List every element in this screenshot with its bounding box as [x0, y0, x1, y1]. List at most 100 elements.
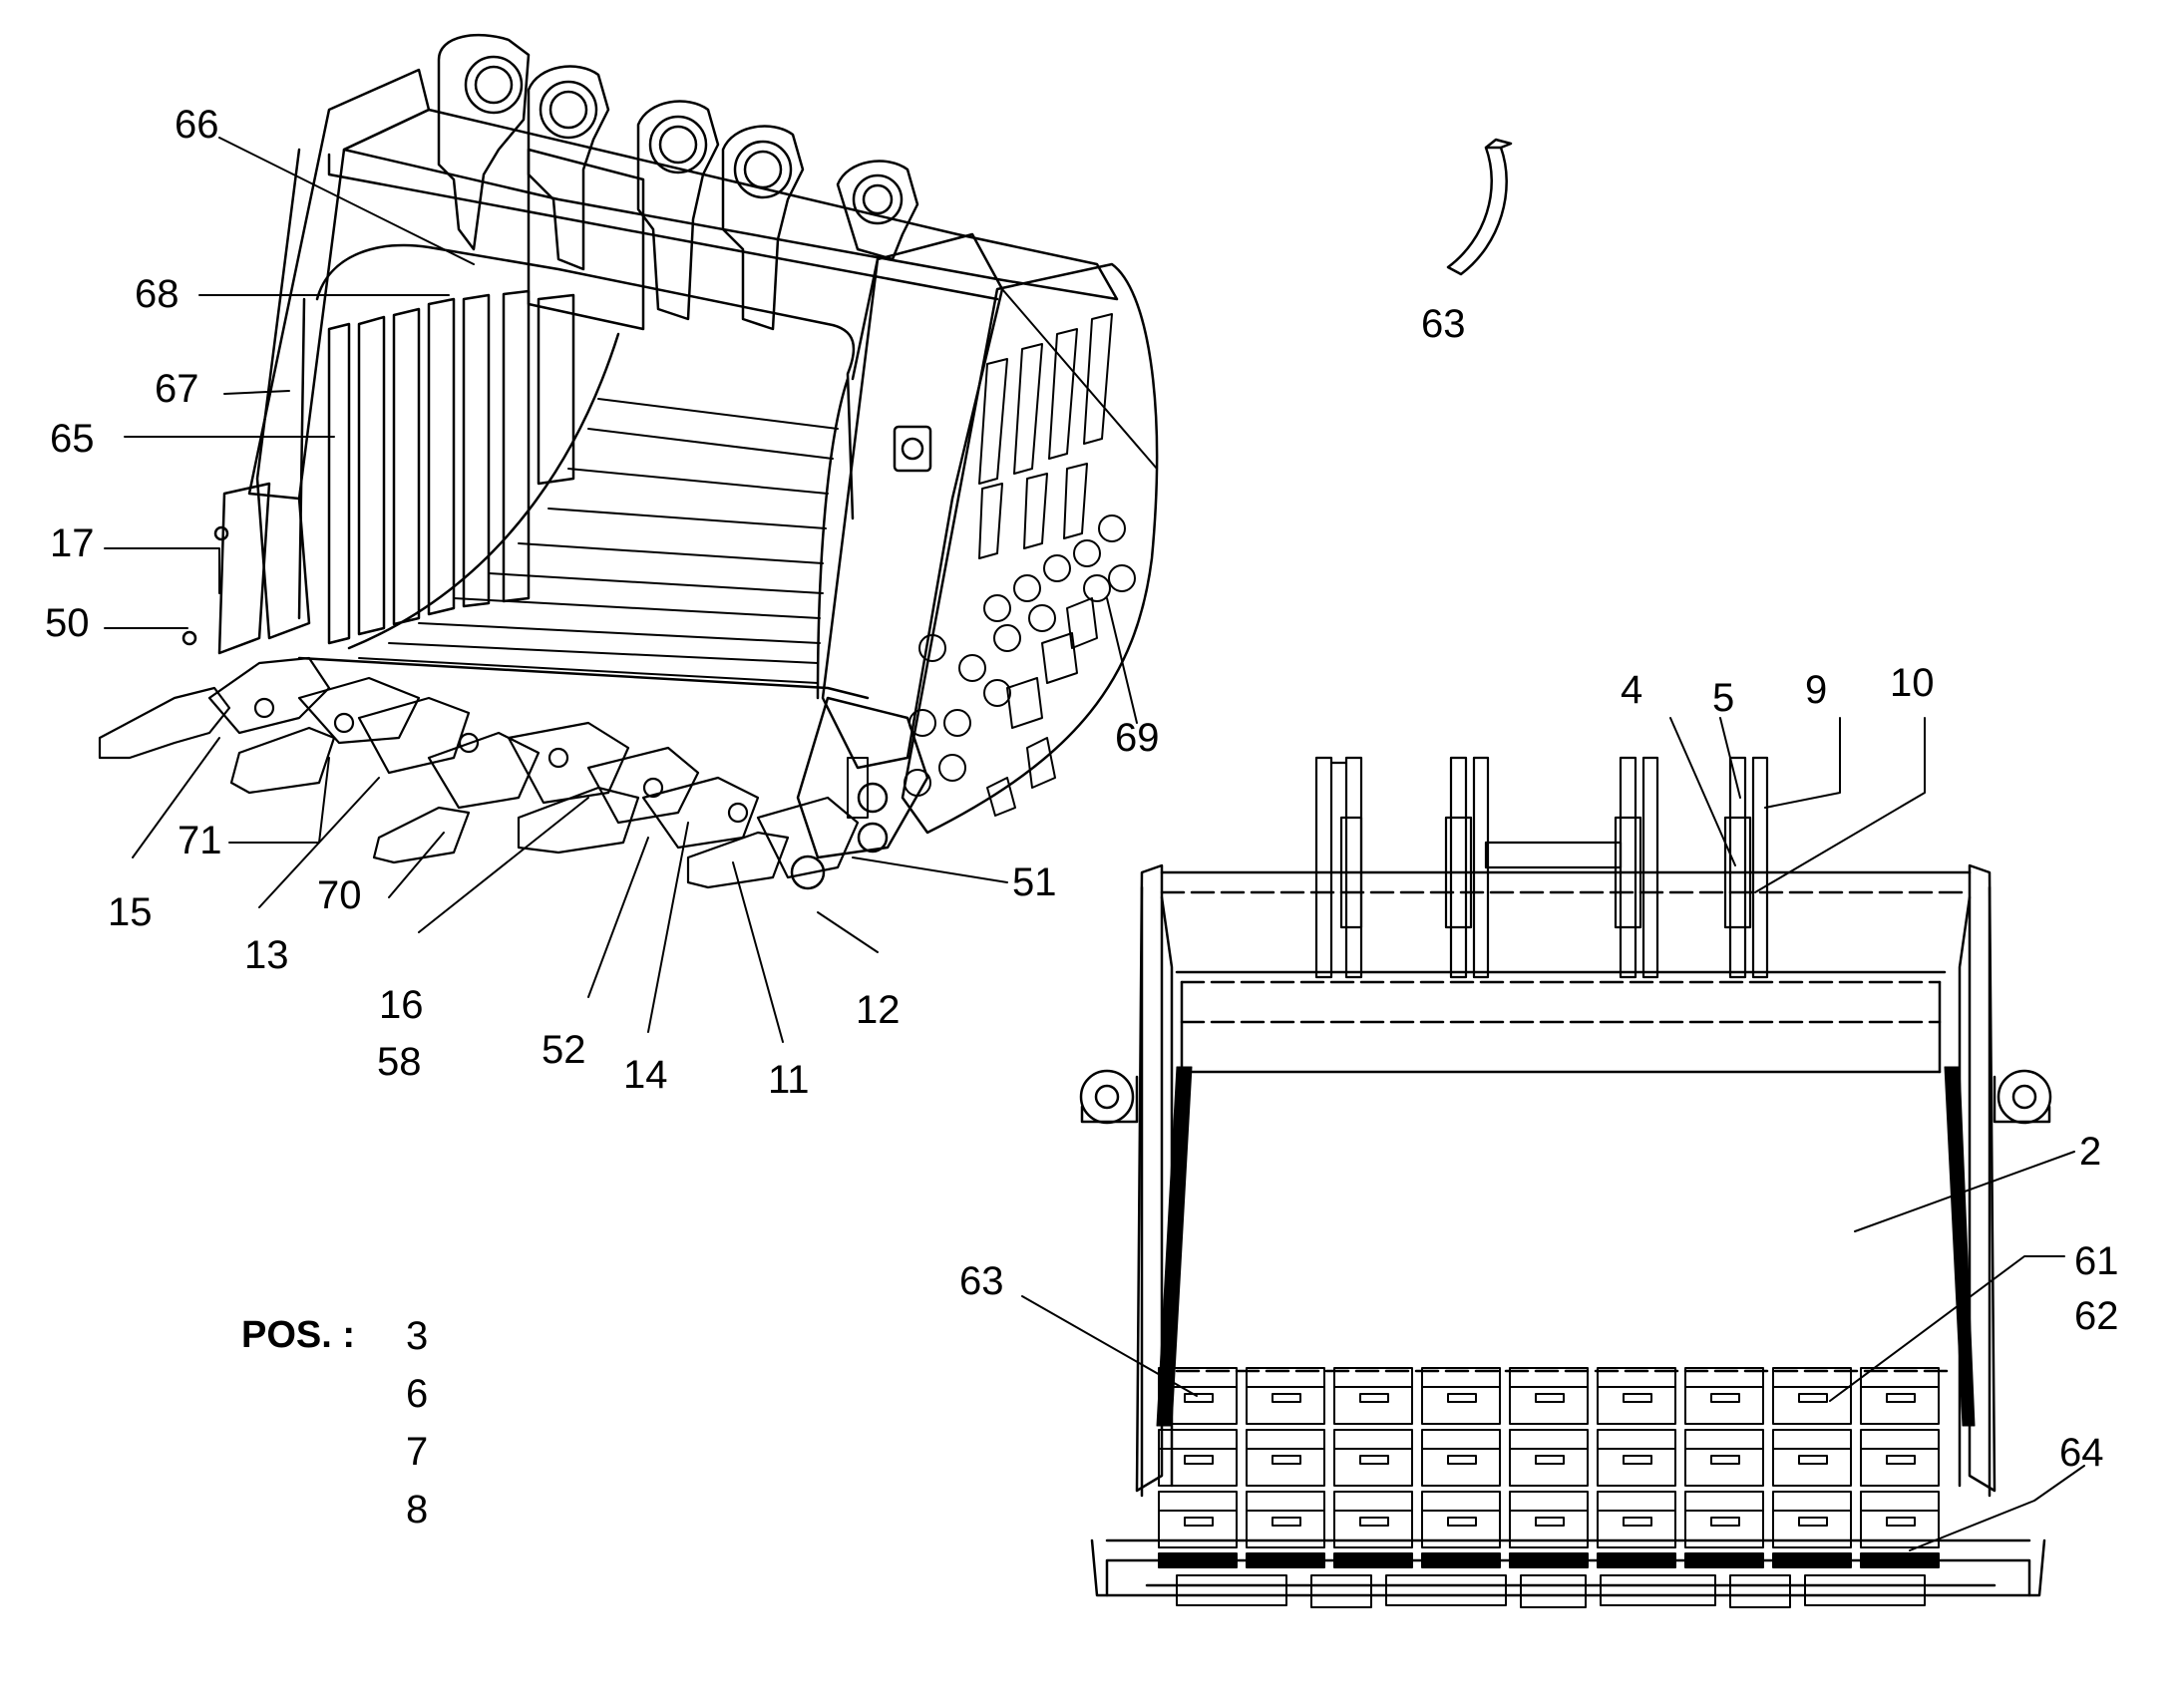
callout-71: 71 — [178, 819, 222, 862]
floor-wear-grid — [1158, 1367, 1940, 1568]
wear-plate-slot — [1535, 1517, 1565, 1527]
wear-plate-slot — [1710, 1517, 1740, 1527]
wear-plate-slot — [1798, 1393, 1828, 1403]
top-rim-edge — [327, 153, 999, 301]
right-side-wall — [1968, 863, 1997, 1493]
wear-plate — [1597, 1491, 1676, 1548]
wear-plate-slot — [1710, 1393, 1740, 1403]
wear-plate — [1860, 1491, 1940, 1548]
callout-61: 61 — [2074, 1239, 2119, 1283]
callout-11: 11 — [768, 1058, 810, 1102]
cutting-lip — [297, 656, 870, 700]
callout-68: 68 — [135, 272, 180, 316]
left-side-wall — [255, 148, 311, 640]
pos-heading: POS. : — [241, 1314, 356, 1356]
wear-plate-slot — [1798, 1517, 1828, 1527]
callout-67: 67 — [155, 367, 199, 411]
wear-plate — [1509, 1491, 1589, 1548]
wear-plate — [1246, 1367, 1325, 1425]
pos-item: 8 — [406, 1488, 429, 1532]
wear-plate-slot — [1623, 1517, 1652, 1527]
teeth-row — [98, 656, 860, 889]
wear-plate-slot — [1886, 1455, 1916, 1465]
wear-plate — [1158, 1367, 1238, 1425]
left-corner-post — [217, 482, 271, 655]
callout-4: 4 — [1621, 668, 1643, 712]
left-side-plate — [247, 68, 431, 501]
pos-item: 6 — [406, 1372, 429, 1416]
wear-plate — [1772, 1491, 1852, 1548]
callout-10: 10 — [1890, 661, 1935, 705]
wear-plate — [1158, 1429, 1238, 1487]
hinge-lugs — [1314, 756, 1769, 979]
wear-plate-slot — [1535, 1455, 1565, 1465]
wear-plate — [1509, 1429, 1589, 1487]
wear-plate — [1421, 1491, 1501, 1548]
floor-curve-left — [347, 332, 620, 650]
lip-shrouds — [1176, 1574, 1926, 1608]
corner-shroud — [796, 696, 929, 859]
side-wear-bars — [978, 313, 1113, 559]
callout-2: 2 — [2079, 1130, 2102, 1174]
wear-plate — [1246, 1491, 1325, 1548]
detail-wear-segment — [1446, 138, 1513, 276]
wear-plate — [1597, 1429, 1676, 1487]
callout-51: 51 — [1012, 860, 1057, 904]
wear-plate-slot — [1623, 1455, 1652, 1465]
callout-12: 12 — [856, 988, 901, 1032]
callout-15: 15 — [108, 890, 153, 934]
callout-63-front: 63 — [959, 1259, 1004, 1303]
top-back-rim — [342, 108, 1119, 301]
wear-plate — [1597, 1367, 1676, 1425]
wear-plate-slot — [1710, 1455, 1740, 1465]
wear-plate-slot — [1184, 1455, 1214, 1465]
lifting-eye-left — [1079, 1069, 1135, 1125]
callout-58: 58 — [377, 1040, 422, 1084]
front-bucket-view — [1021, 717, 2085, 1608]
callout-62: 62 — [2074, 1294, 2119, 1338]
wear-plate-slot — [1272, 1455, 1301, 1465]
callout-65: 65 — [50, 417, 95, 461]
wear-plate — [1772, 1429, 1852, 1487]
pos-item: 7 — [406, 1430, 429, 1474]
callout-69: 69 — [1115, 716, 1160, 760]
wear-plate-slot — [1272, 1517, 1301, 1527]
wear-plate-slot — [1623, 1393, 1652, 1403]
wear-plate — [1333, 1367, 1413, 1425]
wear-plate — [1684, 1429, 1764, 1487]
wear-plate-slot — [1447, 1455, 1477, 1465]
wear-plate-slot — [1886, 1393, 1916, 1403]
wear-plate — [1684, 1491, 1764, 1548]
wear-plate — [1860, 1429, 1940, 1487]
callout-17: 17 — [50, 521, 95, 565]
isometric-bucket-view — [98, 33, 1159, 1043]
wear-plate — [1772, 1367, 1852, 1425]
wear-plate — [1509, 1367, 1589, 1425]
lifting-eye-right — [1997, 1069, 2052, 1125]
wear-plate-slot — [1886, 1517, 1916, 1527]
wear-plate-slot — [1272, 1393, 1301, 1403]
pos-item: 3 — [406, 1314, 429, 1358]
callout-52: 52 — [542, 1028, 586, 1072]
wear-plate-slot — [1359, 1455, 1389, 1465]
side-wear-package — [901, 262, 1159, 835]
wear-plate-slot — [1359, 1393, 1389, 1403]
wear-plate — [1421, 1367, 1501, 1425]
callout-5: 5 — [1712, 676, 1735, 720]
callout-13: 13 — [244, 933, 289, 977]
left-side-wall — [1135, 863, 1164, 1493]
wear-plate — [1158, 1491, 1238, 1548]
floor-curve-right — [816, 377, 850, 700]
rear-arch — [315, 243, 856, 520]
front-leader-lines — [1021, 717, 2085, 1551]
wear-plate — [1333, 1429, 1413, 1487]
center-plate — [527, 148, 645, 331]
wear-plate-slot — [1359, 1517, 1389, 1527]
callout-66: 66 — [175, 103, 219, 147]
wear-plate — [1333, 1491, 1413, 1548]
wear-plate-slot — [1798, 1455, 1828, 1465]
callout-14: 14 — [623, 1053, 668, 1097]
wear-plate-slot — [1184, 1393, 1214, 1403]
